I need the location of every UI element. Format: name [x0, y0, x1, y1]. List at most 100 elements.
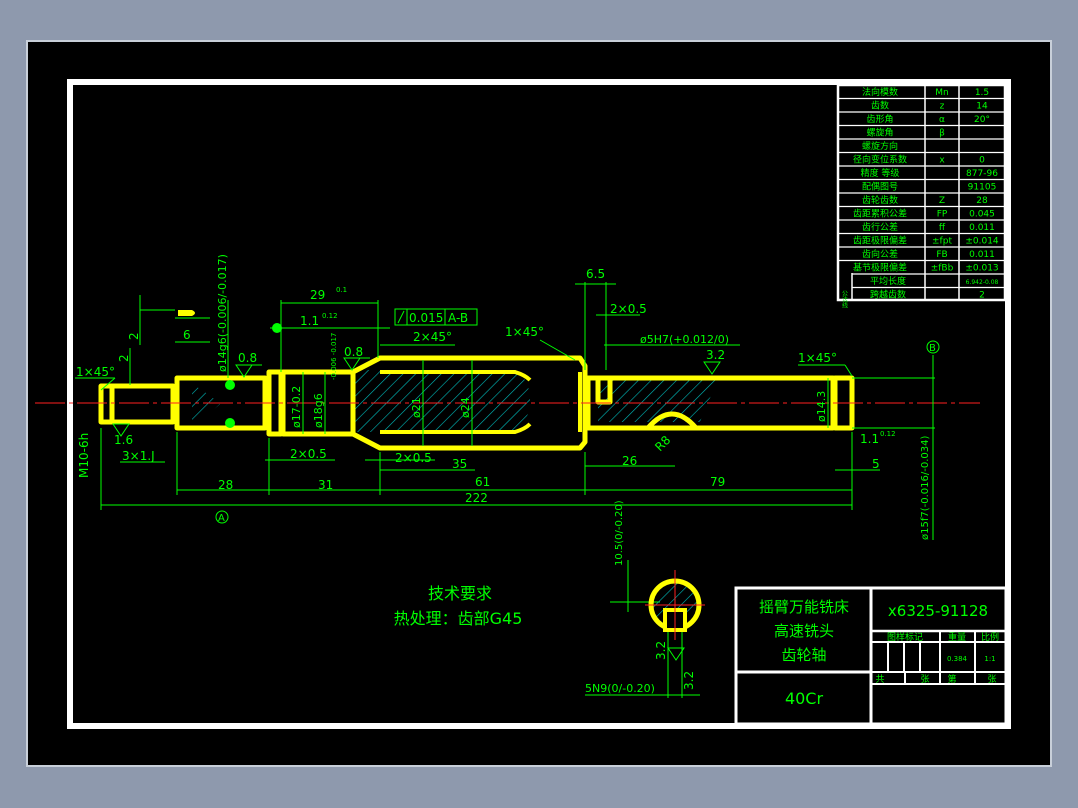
gear-table-cell: ±0.014	[965, 237, 999, 247]
gear-table-cell: 螺旋方向	[862, 140, 898, 152]
finish-3-2-c: 3.2	[682, 671, 696, 690]
sheet-no-unit: 张	[987, 674, 996, 685]
gear-table-cell: Mn	[935, 88, 948, 98]
dim-29-tol: 0.1	[336, 286, 347, 294]
part-name-line1: 摇臂万能铣床	[759, 598, 849, 616]
gear-table-cell: Z	[939, 196, 945, 206]
gear-table-cell: 螺旋角	[866, 127, 893, 139]
dim-phi14-3: ø14.3	[815, 391, 828, 422]
dim-61: 61	[475, 475, 490, 489]
gear-table-cell: β	[939, 129, 945, 139]
part-name-line3: 齿轮轴	[781, 646, 826, 664]
tech-req-title: 技术要求	[428, 584, 492, 603]
dim-chamfer-right: 1×45°	[798, 351, 837, 365]
header-cell-scale: 比例	[981, 631, 999, 643]
gear-table-cell: 平均长度	[870, 275, 906, 287]
gear-table-cell: 齿向公差	[862, 248, 898, 260]
dim-chamfer-left: 1×45°	[76, 365, 115, 379]
sheet-total-label: 共	[875, 674, 884, 685]
dim-phi14g6: ø14g6(-0.006/-0.017)	[216, 254, 229, 372]
dim-chamfer-mid: 1×45°	[505, 325, 544, 339]
sheet-no-label: 第	[947, 673, 956, 685]
keyway-section-view	[645, 570, 705, 640]
dim-28: 28	[218, 478, 233, 492]
dim-6-5: 6.5	[586, 267, 605, 281]
dim-5: 5	[872, 457, 880, 471]
gear-table-cell: 91105	[968, 183, 997, 193]
gear-table-cell: ±fBb	[931, 264, 954, 274]
dim-phi24: ø24	[459, 397, 472, 418]
header-cell-marks: 图样标记	[887, 631, 923, 643]
gear-table-cell: FB	[936, 250, 947, 260]
dim-1-1-b: 1.1	[860, 432, 879, 446]
dim-79: 79	[710, 475, 725, 489]
dim-10-5: 10.5(0/-0.20)	[614, 500, 625, 566]
dim-phi17: ø17-0.2	[290, 386, 303, 428]
dim-222: 222	[465, 491, 488, 505]
right-hatch	[598, 378, 720, 422]
gear-table-cell: 跨越齿数	[870, 289, 906, 301]
gear-table-cell: x	[939, 156, 945, 166]
dim-1-1-b-tol: 0.12	[880, 430, 896, 438]
part-name-line2: 高速铣头	[774, 622, 834, 640]
gear-table-cell: 齿数	[871, 100, 889, 112]
dim-2-side: 2	[117, 354, 131, 362]
datum-a: A	[218, 513, 225, 524]
feature-control-frame	[394, 308, 478, 326]
dim-2x0-5-b: 2×0.5	[395, 451, 432, 465]
dim-phi18g6: ø18g6	[312, 393, 325, 428]
dim-2-top: 2	[127, 332, 141, 340]
dim-phi5h7: ø5H7(+0.012/0)	[640, 333, 729, 346]
gear-table-side-label: 公法线	[841, 290, 848, 308]
gear-parameter-table: 公法线	[836, 83, 1007, 308]
gear-table-cell: 齿形角	[866, 113, 893, 125]
r8-arc	[646, 411, 698, 430]
gear-table-cell: ±fpt	[932, 237, 952, 247]
gear-table-cell: 2	[979, 291, 985, 301]
shaft-main-view	[35, 310, 980, 451]
scale-value: 1:1	[984, 655, 995, 663]
gear-table-cell: 法向模数	[862, 86, 898, 98]
gear-table-cell: 20°	[974, 115, 990, 125]
dim-r8: R8	[652, 433, 673, 454]
gear-table-cell: 14	[976, 102, 988, 112]
gear-table-cell: 6.942-0.08	[966, 279, 999, 286]
finish-3-2-b: 3.2	[654, 641, 668, 660]
dimension-lines	[75, 282, 935, 698]
gear-table-cell: 0.045	[969, 210, 995, 220]
gear-table-cell: z	[940, 102, 945, 112]
gear-table-cell: 齿轮齿数	[862, 194, 898, 206]
gear-table-cell: 1.5	[975, 88, 989, 98]
title-block	[734, 586, 1008, 726]
dim-2x0-5-a: 2×0.5	[290, 447, 327, 461]
material: 40Cr	[785, 689, 824, 708]
tech-req-line1: 热处理：齿部G45	[394, 609, 523, 628]
fcf-tolerance: 0.015	[409, 311, 443, 325]
dim-29: 29	[310, 288, 325, 302]
dim-26: 26	[622, 454, 637, 468]
gear-table-cell: 28	[976, 196, 988, 206]
dim-1-1-a-tol: 0.12	[322, 312, 338, 320]
weight-value: 0.384	[947, 655, 968, 663]
gear-table-cell: 0	[979, 156, 985, 166]
dim-31: 31	[318, 478, 333, 492]
dim-phi18-tol: -0.006 -0.017	[330, 333, 338, 380]
gear-table-cell: ±0.013	[965, 264, 998, 274]
gear-table-cell: 精度 等级	[861, 167, 900, 179]
dim-thread: M10-6h	[77, 433, 91, 478]
gear-table-cell: ff	[939, 223, 946, 233]
dim-5n9: 5N9(0/-0.20)	[585, 682, 655, 695]
header-cell-weight: 重量	[948, 631, 966, 643]
dim-2x0-5-top: 2×0.5	[610, 302, 647, 316]
gear-table-cell: 径向变位系数	[853, 154, 907, 166]
dim-phi15f7: ø15f7(-0.016/-0.034)	[920, 436, 931, 540]
finish-0-8-b: 0.8	[344, 345, 363, 359]
gear-hatch	[352, 370, 530, 432]
finish-3-2-a: 3.2	[706, 348, 725, 362]
gear-table-cell: 齿行公差	[862, 221, 898, 233]
gear-table-cell: 0.011	[969, 250, 995, 260]
finish-0-8-a: 0.8	[238, 351, 257, 365]
gear-table-cell: 基节极限偏差	[853, 262, 907, 274]
gear-table-cell: FP	[937, 210, 948, 220]
gear-table-cell: 0.011	[969, 223, 995, 233]
